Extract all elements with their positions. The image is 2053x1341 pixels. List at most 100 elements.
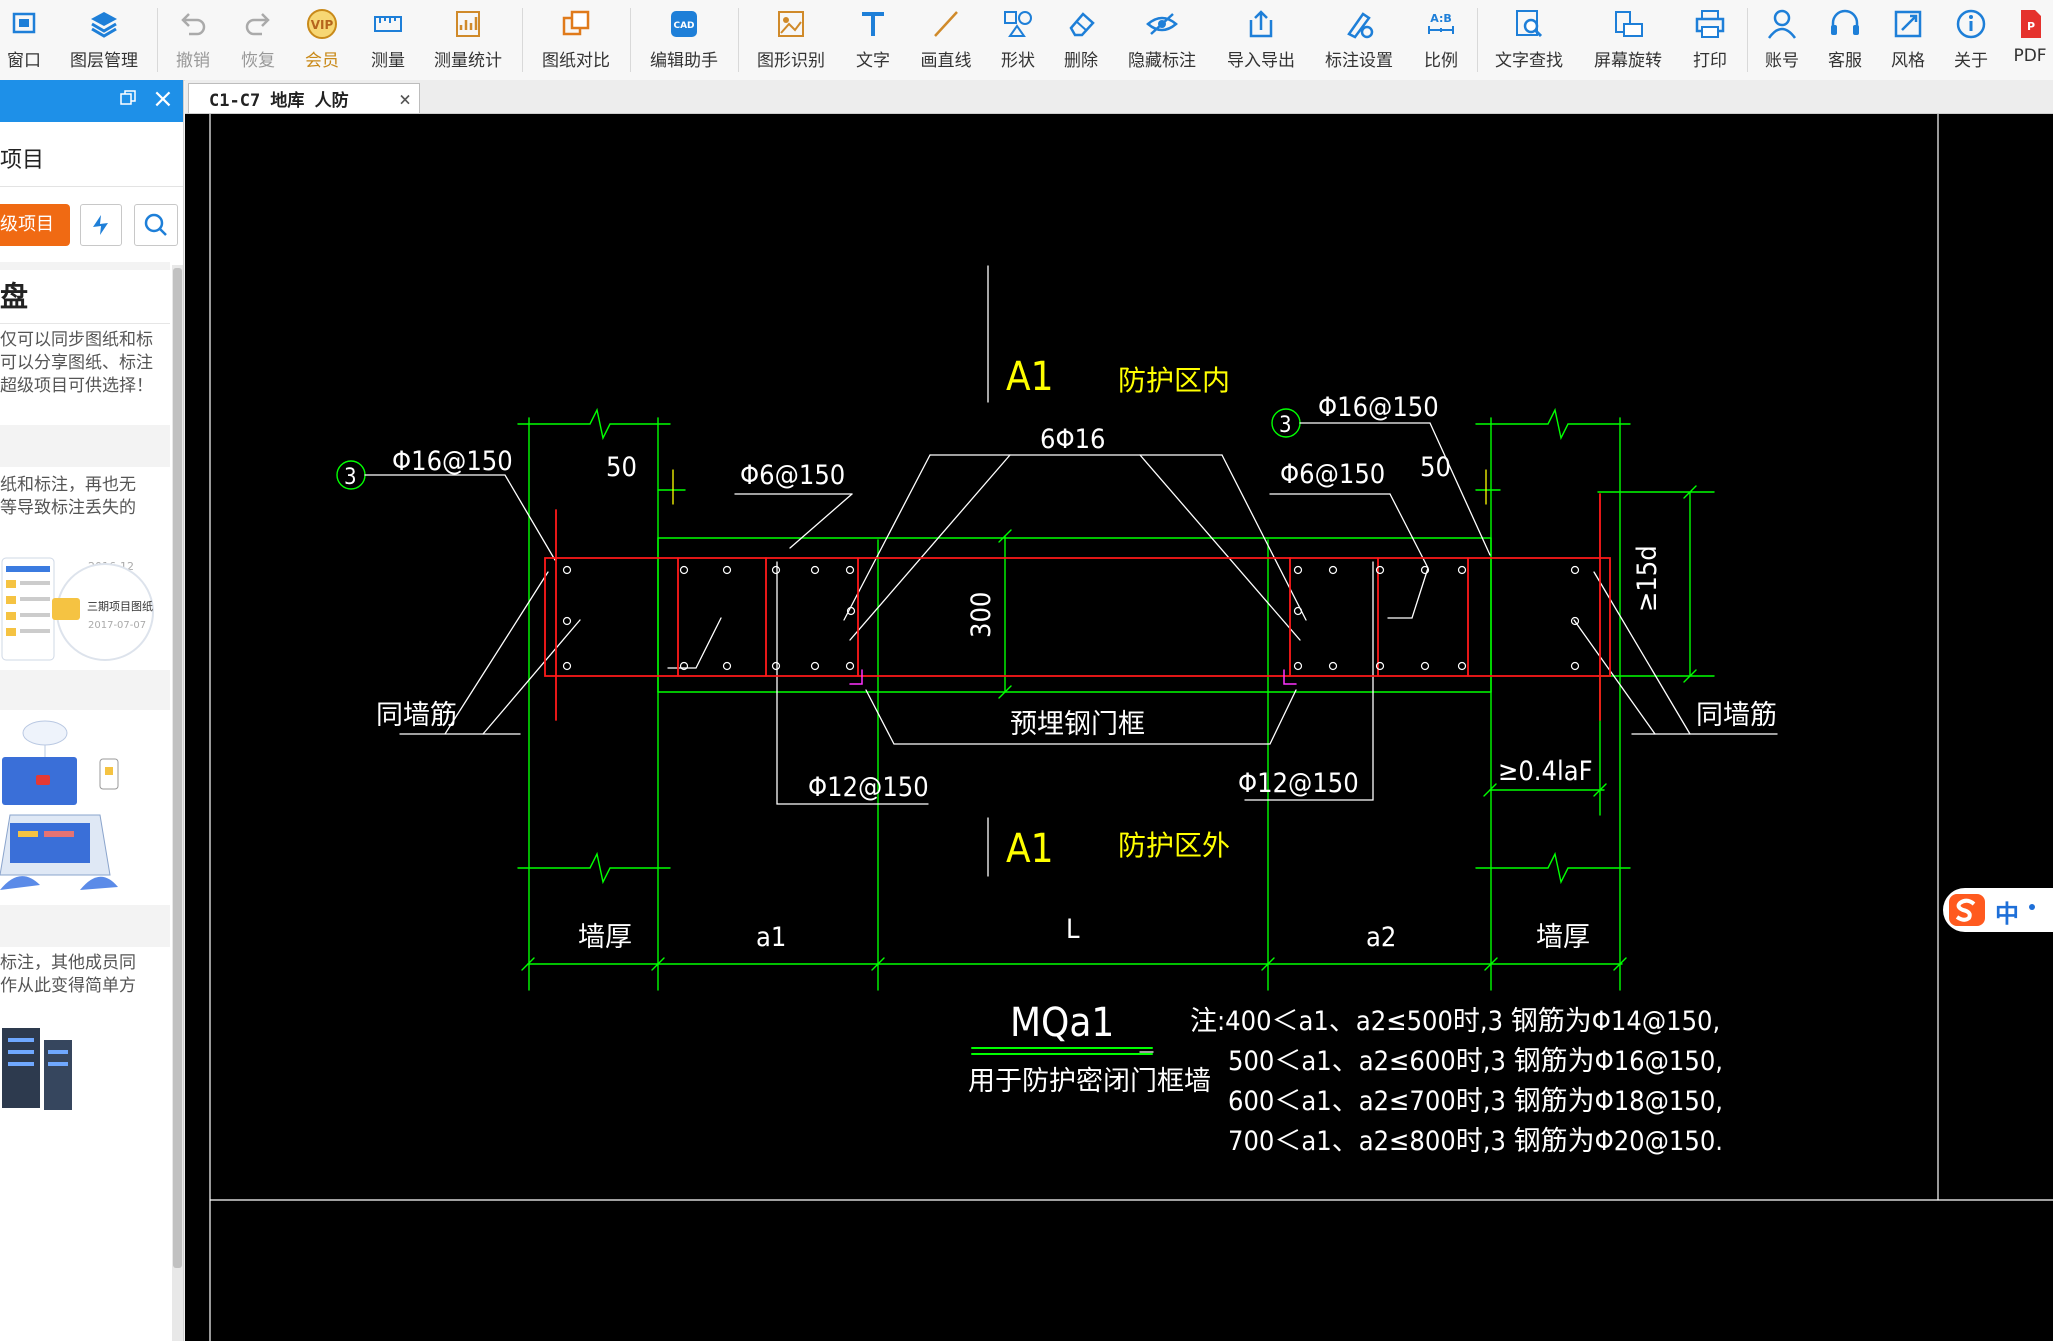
toolbar-import-export-label: 导入导出 [1227, 51, 1295, 71]
frame-label: 预埋钢门框 [1010, 709, 1145, 740]
toolbar-delete-button[interactable]: 删除 [1059, 6, 1103, 74]
vip-icon: VIP [307, 9, 337, 39]
project-sidebar: × 项目 级项目 盘 仅可以同步图纸和标 可以分享图纸、标注 超级项目可供选择！… [0, 80, 184, 1341]
line-icon [934, 11, 958, 37]
text-search-icon [1516, 10, 1543, 38]
toolbar-rotate-screen-label: 屏幕旋转 [1594, 51, 1662, 71]
height-dim-label: 300 [966, 592, 997, 638]
scale-icon: A:B [1428, 12, 1454, 34]
toolbar-rotate-screen-button[interactable]: 屏幕旋转 [1590, 6, 1666, 74]
toolbar-annotation-settings-button[interactable]: 标注设置 [1321, 6, 1397, 74]
zone-outside-label: 防护区外 [1118, 829, 1230, 862]
toolbar-print-button[interactable]: 打印 [1688, 6, 1732, 74]
toolbar-separator [522, 8, 523, 72]
toolbar-cad-edit-button[interactable]: CAD 编辑助手 [646, 6, 722, 74]
drawing-tab-title: C1-C7 地库 人防 [209, 91, 349, 111]
toolbar-layers-label: 图层管理 [70, 51, 138, 71]
dim-a1: a1 [756, 922, 786, 953]
toolbar-line-label: 画直线 [920, 51, 972, 71]
toolbar-redo-button[interactable]: 恢复 [236, 6, 280, 74]
undo-icon [181, 13, 206, 36]
close-icon[interactable]: × [398, 87, 411, 111]
toolbar-vip-label: 会员 [305, 51, 339, 71]
dim-L: L [1066, 914, 1080, 945]
toolbar-redo-label: 恢复 [241, 51, 275, 71]
rebar-outline [544, 493, 1611, 721]
text-icon [862, 12, 884, 36]
toolbar-text-search-label: 文字查找 [1495, 51, 1563, 71]
toolbar-shape-recognize-button[interactable]: 图形识别 [753, 6, 829, 74]
wall-rebar-left-label: 同墙筋 [376, 700, 457, 731]
sidebar-search-button[interactable] [134, 204, 178, 246]
toolbar-text-label: 文字 [856, 51, 890, 71]
shape-recognize-icon [778, 11, 804, 37]
ime-toolbar[interactable]: 中 [1943, 888, 2053, 932]
measure-icon [374, 16, 402, 32]
measure-stats-icon [456, 11, 480, 37]
pdf-icon: P [2021, 10, 2041, 38]
leader-lines [364, 265, 1778, 1053]
zone-inside-label: 防护区内 [1118, 364, 1230, 397]
toolbar-cad-edit-label: 编辑助手 [650, 51, 718, 71]
note-line: 500＜a1、a2≤600时,3 钢筋为Φ16@150, [1228, 1046, 1723, 1077]
sidebar-scrollbar-thumb[interactable] [173, 268, 182, 1268]
toolbar-hide-annotation-label: 隐藏标注 [1128, 51, 1196, 71]
cad-drawing-canvas[interactable]: A1 防护区内 A1 防护区外 3 3 Φ16@150 Φ16@150 50 5… [185, 114, 2053, 1341]
sidebar-gap [0, 905, 170, 947]
center-bars-label: 6Φ16 [1040, 424, 1105, 455]
rebar-dots [562, 565, 1580, 671]
ime-mode-label[interactable]: 中 [1995, 900, 2019, 928]
dim-wall-right: 墙厚 [1536, 922, 1590, 953]
style-icon [1894, 10, 1922, 38]
toolbar-undo-button[interactable]: 撤销 [171, 6, 215, 74]
toolbar-support-button[interactable]: 客服 [1823, 6, 1867, 74]
note-line: 600＜a1、a2≤700时,3 钢筋为Φ18@150, [1228, 1086, 1723, 1117]
rebar-bottom-right-label: Φ12@150 [1238, 768, 1359, 799]
eraser-icon [1069, 12, 1095, 37]
toolbar-measure-stats-button[interactable]: 测量统计 [430, 6, 506, 74]
dimension-lines [336, 407, 1715, 991]
toolbar-about-button[interactable]: 关于 [1949, 6, 1993, 74]
dim-50-markers [672, 469, 1487, 505]
sogou-logo-icon [1949, 894, 1985, 926]
tie-label-left: Φ6@150 [740, 460, 845, 491]
dim-50-left: 50 [606, 452, 637, 483]
toolbar-scale-button[interactable]: A:B 比例 [1419, 6, 1463, 74]
toolbar-scale-label: 比例 [1424, 51, 1458, 71]
toolbar-line-button[interactable]: 画直线 [916, 6, 976, 74]
sidebar-close-icon[interactable]: × [152, 84, 174, 114]
ime-punct-icon [2029, 904, 2035, 910]
toolbar-shape-button[interactable]: 形状 [996, 6, 1040, 74]
toolbar-import-export-button[interactable]: 导入导出 [1223, 6, 1299, 74]
toolbar-vip-button[interactable]: VIP 会员 [300, 6, 344, 74]
toolbar-pdf-button[interactable]: P PDF [2010, 6, 2050, 74]
toolbar-measure-button[interactable]: 测量 [366, 6, 410, 74]
toolbar-account-button[interactable]: 账号 [1760, 6, 1804, 74]
toolbar-window-button[interactable]: 窗口 [4, 6, 44, 74]
toolbar-compare-button[interactable]: 图纸对比 [538, 6, 614, 74]
toolbar-layers-button[interactable]: 图层管理 [66, 6, 142, 74]
restore-window-icon[interactable] [120, 90, 136, 106]
toolbar-undo-label: 撤销 [176, 51, 210, 71]
toolbar-separator [738, 8, 739, 72]
annotation-settings-icon [1347, 12, 1374, 39]
sidebar-divider [0, 323, 170, 324]
tie-label-right: Φ6@150 [1280, 459, 1385, 490]
eye-hide-icon [1146, 13, 1178, 35]
circle-marker-right: 3 [1279, 413, 1292, 438]
toolbar-text-button[interactable]: 文字 [851, 6, 895, 74]
main-toolbar: 窗口 图层管理 撤销 恢复 VIP 会员 测量 测量统计 图纸对比 CAD 编辑… [0, 0, 2053, 81]
toolbar-style-button[interactable]: 风格 [1886, 6, 1930, 74]
super-project-button[interactable]: 级项目 [0, 204, 70, 246]
section-label-bottom: A1 [1006, 826, 1054, 872]
title-underline [971, 1047, 1153, 1055]
toolbar-separator [157, 8, 158, 72]
sync-button[interactable] [80, 204, 122, 246]
drawing-tab[interactable]: C1-C7 地库 人防 × [188, 83, 420, 113]
toolbar-text-search-button[interactable]: 文字查找 [1491, 6, 1567, 74]
circle-marker-left: 3 [344, 465, 357, 490]
toolbar-hide-annotation-button[interactable]: 隐藏标注 [1124, 6, 1200, 74]
window-icon [12, 12, 36, 34]
folder-sync-illustration: 2016-12 三期项目图纸 2017-07-07 [1, 557, 154, 661]
info-icon [1956, 9, 1986, 39]
